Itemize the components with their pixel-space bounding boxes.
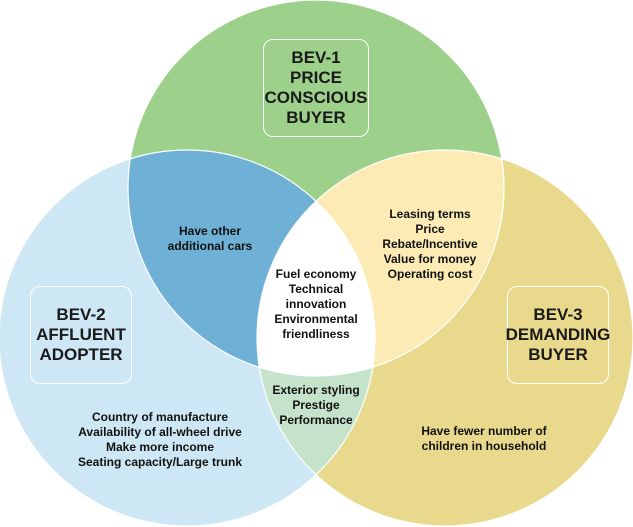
overlap-line: Exterior styling — [272, 383, 360, 397]
bev3-title-line: DEMANDING — [505, 325, 611, 344]
bev1-title-line: BUYER — [286, 108, 346, 127]
bev2-title-line: AFFLUENT — [36, 325, 126, 344]
overlap-line: Technical — [288, 282, 344, 296]
bev2-title-box: BEV-2 AFFLUENT ADOPTER — [30, 286, 132, 384]
overlap-all-text: Fuel economy Technical innovation Enviro… — [251, 267, 381, 342]
overlap-line: Have other — [178, 224, 242, 238]
overlap-line: Value for money — [383, 252, 477, 266]
attribute-line: Make more income — [105, 440, 215, 454]
bev1-title-line: BEV-1 — [291, 48, 341, 67]
overlap-line: Price — [415, 222, 445, 236]
bev1-title-box: BEV-1 PRICE CONSCIOUS BUYER — [263, 39, 369, 137]
bev3-title-box: BEV-3 DEMANDING BUYER — [505, 286, 611, 384]
attribute-line: Have fewer number of — [421, 424, 547, 438]
overlap-bev2-bev3-text: Exterior styling Prestige Performance — [256, 383, 376, 428]
attribute-line: Country of manufacture — [91, 410, 228, 424]
overlap-line: Prestige — [292, 398, 340, 412]
overlap-line: Operating cost — [387, 267, 473, 281]
overlap-line: Rebate/Incentive — [382, 237, 478, 251]
bev2-attributes: Country of manufacture Availability of a… — [60, 410, 260, 470]
attribute-line: Availability of all-wheel drive — [78, 425, 242, 439]
bev1-title-line: PRICE — [290, 68, 342, 87]
overlap-line: Leasing terms — [389, 207, 471, 221]
bev3-title-line: BEV-3 — [533, 305, 583, 324]
bev2-title-line: BEV-2 — [56, 305, 106, 324]
attribute-line: children in household — [421, 439, 547, 453]
overlap-line: friendliness — [282, 327, 350, 341]
bev1-title-line: CONSCIOUS — [264, 88, 368, 107]
overlap-line: innovation — [285, 297, 347, 311]
bev3-attributes: Have fewer number of children in househo… — [404, 424, 564, 454]
overlap-line: additional cars — [167, 239, 253, 253]
overlap-line: Environmental — [274, 312, 358, 326]
bev2-title-line: ADOPTER — [39, 345, 123, 364]
overlap-bev1-bev3-text: Leasing terms Price Rebate/Incentive Val… — [360, 207, 500, 282]
bev3-title-line: BUYER — [528, 345, 588, 364]
overlap-line: Performance — [279, 413, 353, 427]
overlap-line: Fuel economy — [275, 267, 357, 281]
overlap-bev1-bev2-text: Have other additional cars — [140, 224, 280, 254]
attribute-line: Seating capacity/Large trunk — [77, 455, 243, 469]
